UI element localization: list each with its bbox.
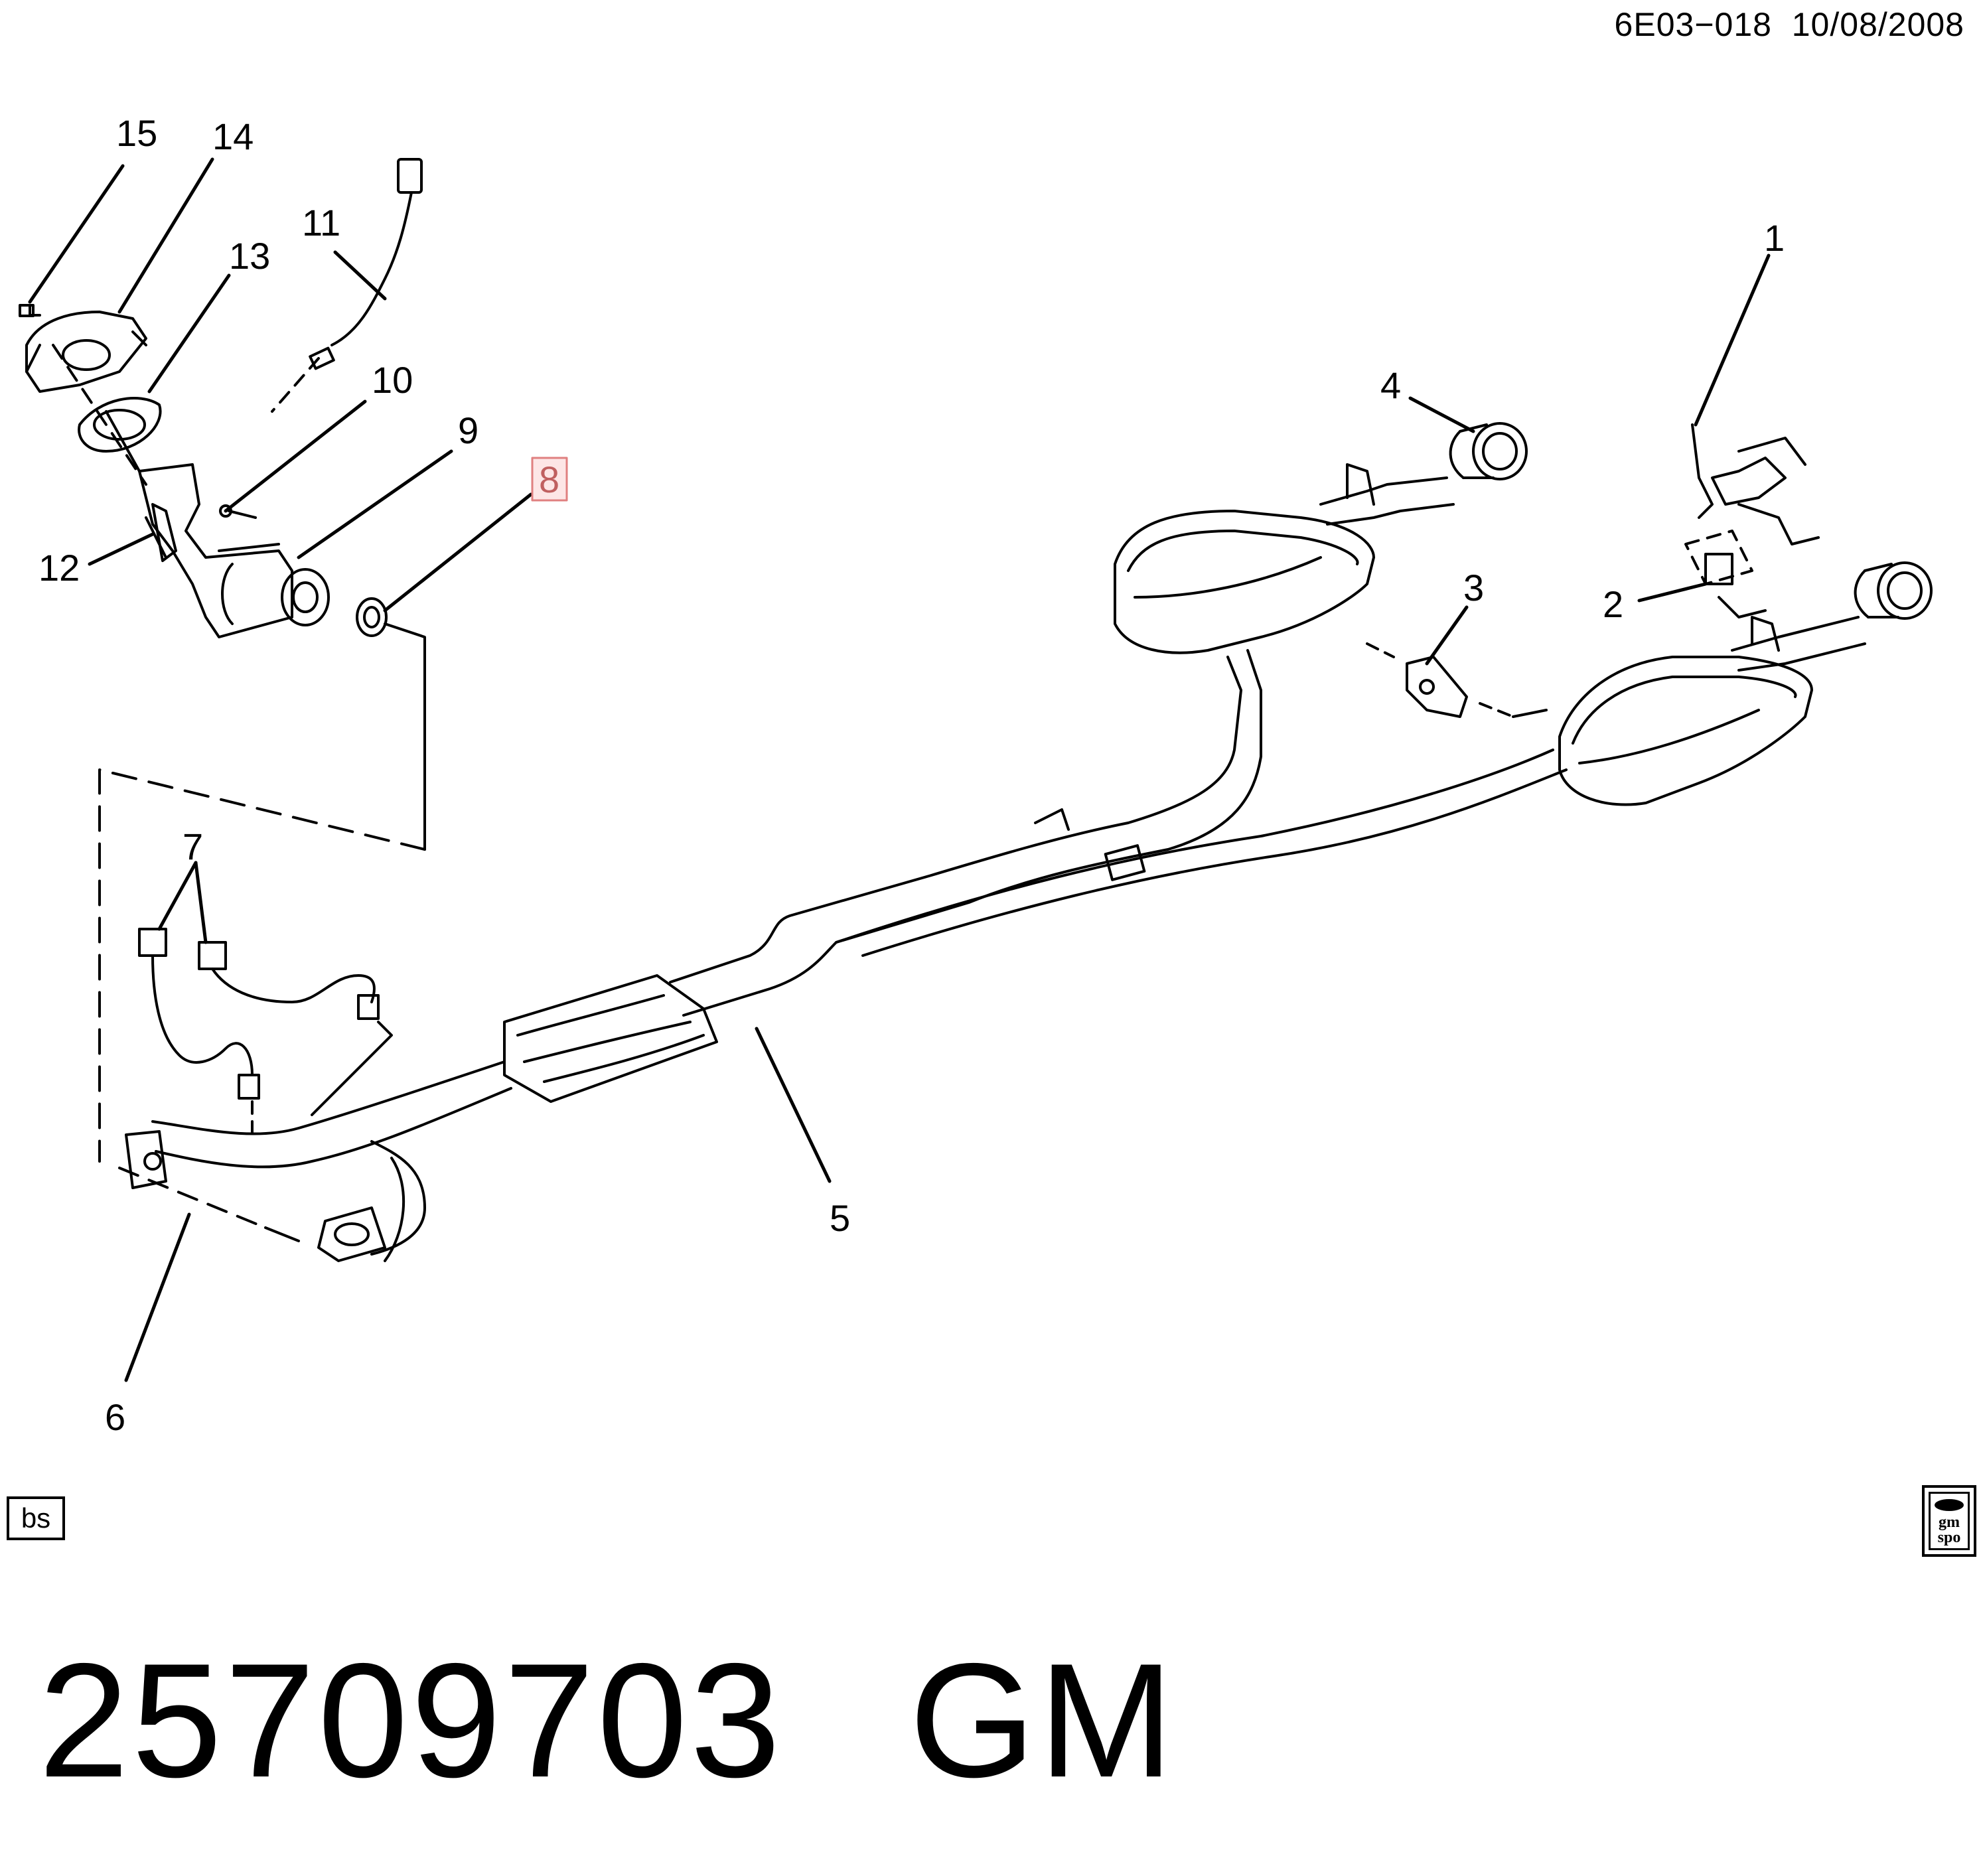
main-exhaust-pipe xyxy=(151,649,1568,1262)
brand-name: GM xyxy=(909,1629,1177,1811)
gm-spo-line1: gm xyxy=(1939,1514,1960,1532)
gm-oval-icon xyxy=(1935,1499,1964,1512)
left-exhaust-tip xyxy=(1449,422,1528,480)
diagram-date: 10/08/2008 xyxy=(1791,6,1964,43)
callout-13: 13 xyxy=(229,235,270,277)
gm-spo-line2: spo xyxy=(1937,1529,1961,1547)
diagram-code: 6E03−018 xyxy=(1614,6,1772,43)
part-number: 25709703 xyxy=(38,1629,784,1811)
callout-1: 1 xyxy=(1764,217,1785,259)
callout-15: 15 xyxy=(116,112,157,154)
oxygen-sensors-rear xyxy=(138,928,393,1143)
callout-14: 14 xyxy=(212,115,254,157)
right-exhaust-tip xyxy=(1854,561,1933,620)
exhaust-manifold xyxy=(25,311,147,393)
callout-labels: 1 2 3 4 5 6 7 8 9 10 11 12 13 14 15 xyxy=(38,112,1785,1438)
stud-and-bolt xyxy=(19,304,257,562)
manifold-gasket xyxy=(78,397,162,453)
callout-5: 5 xyxy=(830,1197,850,1239)
callout-9: 9 xyxy=(458,409,478,451)
callout-leaders xyxy=(28,157,1771,1382)
rear-hanger-bracket xyxy=(1684,423,1820,618)
gm-spo-logo-inner: gm spo xyxy=(1929,1492,1970,1550)
callout-8: 8 xyxy=(539,459,559,500)
gm-spo-logo: gm spo xyxy=(1922,1485,1976,1557)
assembly-leader-lines xyxy=(52,344,426,1242)
hanger-insulator xyxy=(1366,642,1548,718)
callout-10: 10 xyxy=(372,359,413,401)
diagram-reference: 6E03−018 10/08/2008 xyxy=(1615,5,1964,44)
bs-badge-label: bs xyxy=(21,1502,51,1534)
callout-11: 11 xyxy=(302,202,340,244)
close-coupled-converter xyxy=(138,463,330,638)
callout-6: 6 xyxy=(105,1396,125,1438)
callout-8-highlight xyxy=(531,457,568,502)
callout-4: 4 xyxy=(1380,364,1401,406)
callout-7: 7 xyxy=(183,826,203,867)
right-muffler xyxy=(1558,616,1866,806)
oxygen-sensor-upper xyxy=(271,158,423,413)
callout-2: 2 xyxy=(1603,583,1623,625)
left-muffler xyxy=(1114,463,1455,654)
front-flange-lower xyxy=(317,1206,386,1262)
callout-3: 3 xyxy=(1463,567,1484,609)
bs-badge: bs xyxy=(7,1496,65,1540)
callout-12: 12 xyxy=(38,547,80,589)
flange-gasket xyxy=(356,597,388,637)
front-flange-upper xyxy=(125,1130,167,1189)
